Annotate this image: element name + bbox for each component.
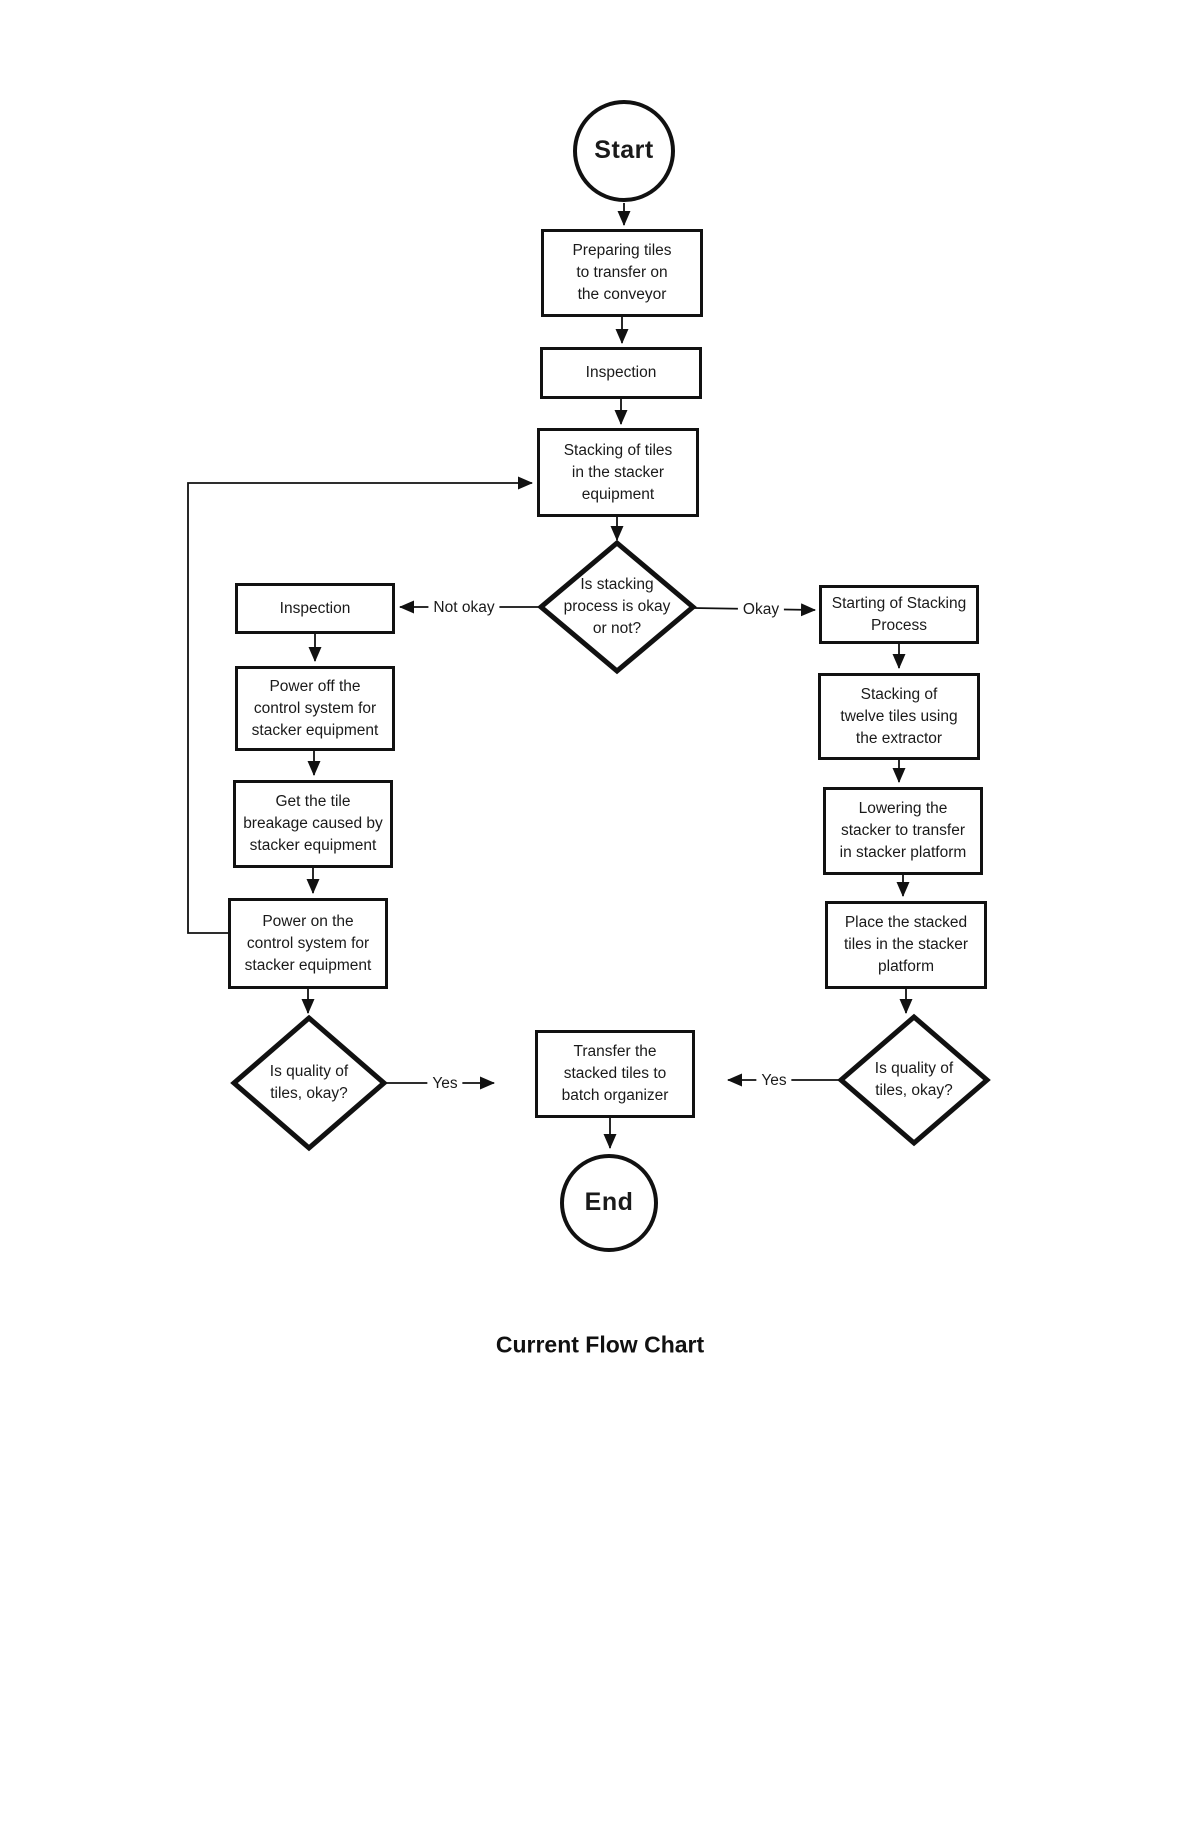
node-stack-twelve-label: Stacking of twelve tiles using the extra… [840,685,958,747]
node-inspection-left-label: Inspection [279,599,351,617]
node-place-stacked: Place the stacked tiles in the stacker p… [825,901,987,989]
decision-quality-left-shape [230,1014,388,1152]
node-power-off: Power off the control system for stacker… [235,666,395,751]
decision-quality-left-label: Is quality of tiles, okay? [269,1063,349,1102]
node-starting-process: Starting of Stacking Process [819,585,979,644]
node-start-label: Start [594,136,654,165]
node-power-on: Power on the control system for stacker … [228,898,388,989]
edge-poweron-loop-to-stacking [187,476,533,934]
node-stacking-tiles-label: Stacking of tiles in the stacker equipme… [563,441,673,503]
node-inspection-top-label: Inspection [585,364,657,381]
chart-title: Current Flow Chart [495,1331,705,1358]
node-transfer-batch: Transfer the stacked tiles to batch orga… [535,1030,695,1118]
decision-quality-right-label: Is quality of tiles, okay? [874,1060,954,1099]
node-end-label: End [584,1188,634,1217]
edge-label-not-okay: Not okay [428,598,500,618]
decision-quality-right-shape [837,1013,991,1147]
node-lowering-stacker-label: Lowering the stacker to transfer in stac… [839,800,967,861]
node-power-on-label: Power on the control system for stacker … [244,912,372,974]
node-transfer-batch-label: Transfer the stacked tiles to batch orga… [561,1043,669,1104]
node-stacking-tiles: Stacking of tiles in the stacker equipme… [537,428,699,517]
node-place-stacked-label: Place the stacked tiles in the stacker p… [843,914,969,975]
node-starting-process-label: Starting of Stacking Process [831,594,967,634]
node-get-breakage: Get the tile breakage caused by stacker … [233,780,393,868]
edge-label-okay: Okay [737,600,785,620]
node-end: End [560,1154,658,1252]
node-preparing-tiles-label: Preparing tiles to transfer on the conve… [572,242,672,303]
node-inspection-top: Inspection [540,347,702,399]
node-stack-twelve: Stacking of twelve tiles using the extra… [818,673,980,760]
node-preparing-tiles: Preparing tiles to transfer on the conve… [541,229,703,317]
node-start: Start [573,100,675,202]
node-get-breakage-label: Get the tile breakage caused by stacker … [243,793,383,854]
node-power-off-label: Power off the control system for stacker… [251,677,379,739]
decision-stacking-shape [537,539,697,675]
node-lowering-stacker: Lowering the stacker to transfer in stac… [823,787,983,875]
edge-label-yes-left: Yes [427,1074,463,1094]
edge-label-yes-right: Yes [756,1071,792,1091]
decision-stacking-label: Is stacking process is okay or not? [563,576,671,637]
node-inspection-left: Inspection [235,583,395,634]
